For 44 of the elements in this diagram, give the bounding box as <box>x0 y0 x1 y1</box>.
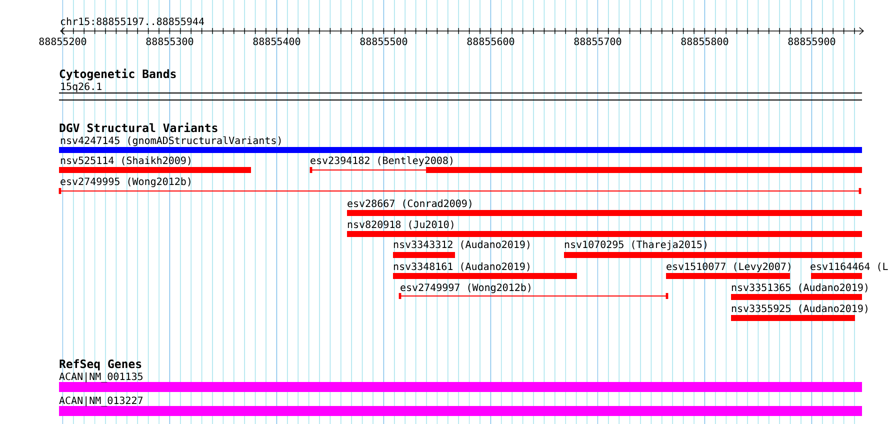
tick-label: 88855500 <box>360 38 408 46</box>
feature-bar: nsv4247145 (gnomADStructuralVariants) <box>59 136 862 153</box>
cytoband-bar: 15q26.1 <box>58 82 862 100</box>
node-label: esv2394182 (Bentley2008) <box>310 156 452 166</box>
track-heading: RefSeq Genes <box>60 359 142 370</box>
node-label: esv2749995 (Wong2012b) <box>60 177 190 188</box>
feature-bar: nsv3351365 (Audano2019) <box>731 283 868 300</box>
feature-bar: esv2749995 (Wong2012b) <box>58 177 862 194</box>
feature-bar: esv2749997 (Wong2012b) <box>398 283 668 299</box>
tick-label: 88855400 <box>253 38 300 46</box>
node-label: nsv525114 (Shaikh2009) <box>60 156 190 166</box>
node-label: esv1164464 (L <box>810 262 888 272</box>
feature-bar: nsv3343312 (Audano2019) <box>393 240 530 258</box>
track-heading: DGV Structural Variants <box>60 122 218 132</box>
tick-label: 88855300 <box>146 38 194 46</box>
feature-bar: esv28667 (Conrad2009) <box>347 199 862 216</box>
feature-bar: nsv3348161 (Audano2019) <box>393 262 577 279</box>
node-label: ACAN|NM_013227 <box>59 396 143 406</box>
tick-label: 88855800 <box>681 38 728 46</box>
tick-label: 88855700 <box>574 38 622 46</box>
feature-bar: nsv525114 (Shaikh2009) <box>59 156 251 173</box>
tick-label: 88855600 <box>467 38 514 46</box>
feature-bar: nsv3355925 (Audano2019) <box>731 304 868 321</box>
node-label: nsv3355925 (Audano2019) <box>732 304 868 314</box>
node-label: nsv1070295 (Thareja2015) <box>564 240 706 250</box>
tick-label: 88855200 <box>39 38 86 46</box>
feature-bar: nsv820918 (Ju2010) <box>347 220 862 237</box>
node-label: ACAN|NM_001135 <box>59 372 142 382</box>
node-label: nsv820918 (Ju2010) <box>348 220 454 230</box>
node-label: esv2749997 (Wong2012b) <box>400 283 530 294</box>
coordinate-label: chr15:88855197..88855944 <box>60 17 204 26</box>
feature-bar: esv1164464 (L <box>810 262 888 279</box>
feature-bar: nsv1070295 (Thareja2015) <box>564 240 862 258</box>
feature-bar: ACAN|NM_001135 <box>59 372 862 392</box>
node-label: nsv3348161 (Audano2019) <box>394 262 530 272</box>
node-label: nsv3343312 (Audano2019) <box>394 240 530 250</box>
feature-bar: esv2394182 (Bentley2008) <box>310 156 862 173</box>
tick-label: 88855900 <box>788 38 836 46</box>
node-label: esv1510077 (Levy2007) <box>666 262 790 272</box>
node-label: esv28667 (Conrad2009) <box>348 199 472 208</box>
node-label: nsv4247145 (gnomADStructuralVariants) <box>60 136 281 146</box>
node-label: nsv3351365 (Audano2019) <box>732 283 868 292</box>
feature-bar: esv1510077 (Levy2007) <box>666 262 790 279</box>
feature-bar: ACAN|NM_013227 <box>59 396 862 416</box>
